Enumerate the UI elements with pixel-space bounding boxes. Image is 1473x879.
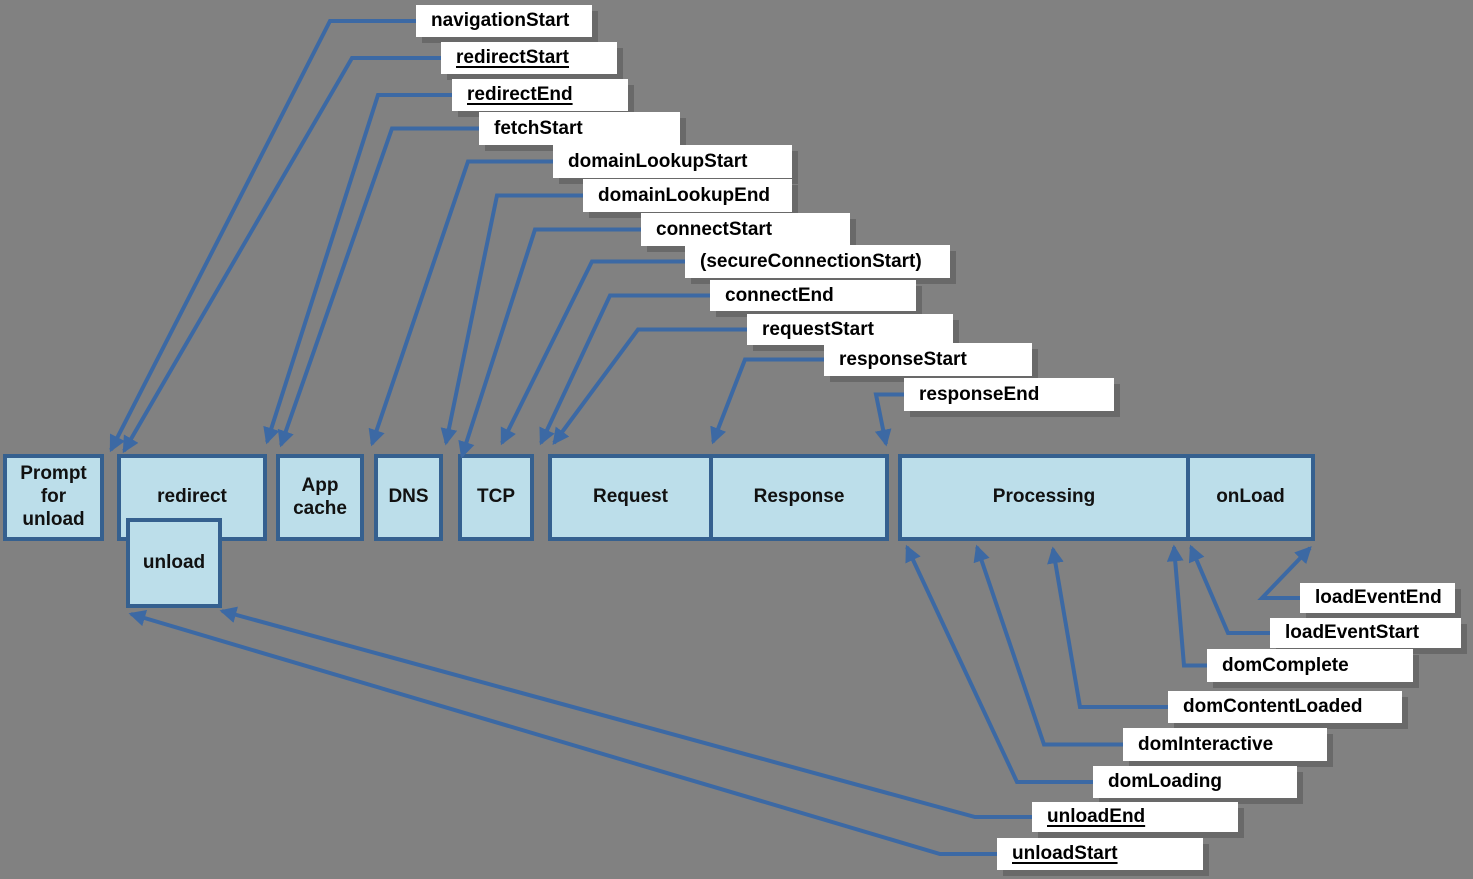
event-label-dominteractive: domInteractive (1123, 728, 1327, 761)
domcomplete-arrow (1166, 544, 1217, 668)
phase-label-redirect: redirect (157, 486, 227, 508)
domcontentloaded-arrow (1047, 546, 1178, 709)
phase-label-dns: DNS (388, 486, 429, 508)
phase-box-dns: DNS (374, 454, 443, 541)
phase-box-unload: unload (126, 518, 222, 608)
domainlookupend-arrow (440, 193, 593, 446)
phase-label-response: Response (753, 486, 845, 508)
phase-box-onload: onLoad (1186, 454, 1315, 541)
event-label-domcontentloaded: domContentLoaded (1168, 691, 1402, 723)
event-label-unloadstart: unloadStart (997, 838, 1203, 870)
phase-box-response: Response (709, 454, 889, 541)
phase-box-app-cache: App cache (276, 454, 364, 541)
phase-box-tcp: TCP (458, 454, 534, 541)
connectstart-arrow (458, 227, 651, 459)
redirectstart-arrow (122, 56, 451, 454)
unloadend-arrow (219, 606, 1042, 819)
connectend-arrow (539, 293, 720, 446)
phase-box-prompt-for-unload: Prompt for unload (3, 454, 104, 541)
event-label-requeststart: requestStart (747, 314, 953, 345)
phase-label-request: Request (593, 486, 668, 508)
event-label-secureconnectionstart: (secureConnectionStart) (685, 245, 950, 278)
event-label-loadeventstart: loadEventStart (1270, 618, 1461, 648)
navigationstart-arrow (109, 19, 426, 453)
domainlookupstart-arrow (368, 159, 563, 447)
event-label-unloadend: unloadEnd (1032, 802, 1238, 832)
event-label-connectend: connectEnd (710, 280, 916, 311)
event-label-loadeventend: loadEventEnd (1300, 583, 1455, 613)
dominteractive-arrow (973, 544, 1133, 747)
event-label-domainlookupend: domainLookupEnd (583, 179, 792, 212)
event-label-fetchstart: fetchStart (479, 112, 680, 145)
event-label-navigationstart: navigationStart (416, 5, 592, 37)
domloading-arrow (905, 544, 1103, 784)
requeststart-arrow (552, 327, 757, 446)
secureconnectionstart-arrow (500, 259, 695, 446)
phase-label-unload: unload (142, 551, 206, 573)
responsestart-arrow (710, 357, 834, 445)
event-label-domloading: domLoading (1093, 766, 1297, 798)
event-label-domcomplete: domComplete (1207, 649, 1413, 682)
phase-label-prompt-for-unload: Prompt for unload (20, 463, 87, 530)
fetchstart-arrow (277, 126, 489, 448)
phase-label-onload: onLoad (1216, 486, 1285, 508)
phase-label-tcp: TCP (477, 486, 515, 508)
phase-label-processing: Processing (992, 486, 1096, 508)
event-label-connectstart: connectStart (641, 213, 850, 246)
phase-box-processing: Processing (898, 454, 1190, 541)
redirectend-arrow (263, 93, 462, 445)
phase-box-request: Request (548, 454, 713, 541)
event-label-responsestart: responseStart (824, 343, 1032, 376)
unloadstart-arrow (128, 610, 1007, 856)
event-label-redirectstart: redirectStart (441, 42, 617, 74)
loadeventstart-arrow (1188, 544, 1280, 635)
event-label-redirectend: redirectEnd (452, 79, 628, 111)
event-label-domainlookupstart: domainLookupStart (553, 145, 792, 178)
phase-label-app-cache: App cache (293, 474, 347, 519)
event-label-responseend: responseEnd (904, 378, 1114, 411)
